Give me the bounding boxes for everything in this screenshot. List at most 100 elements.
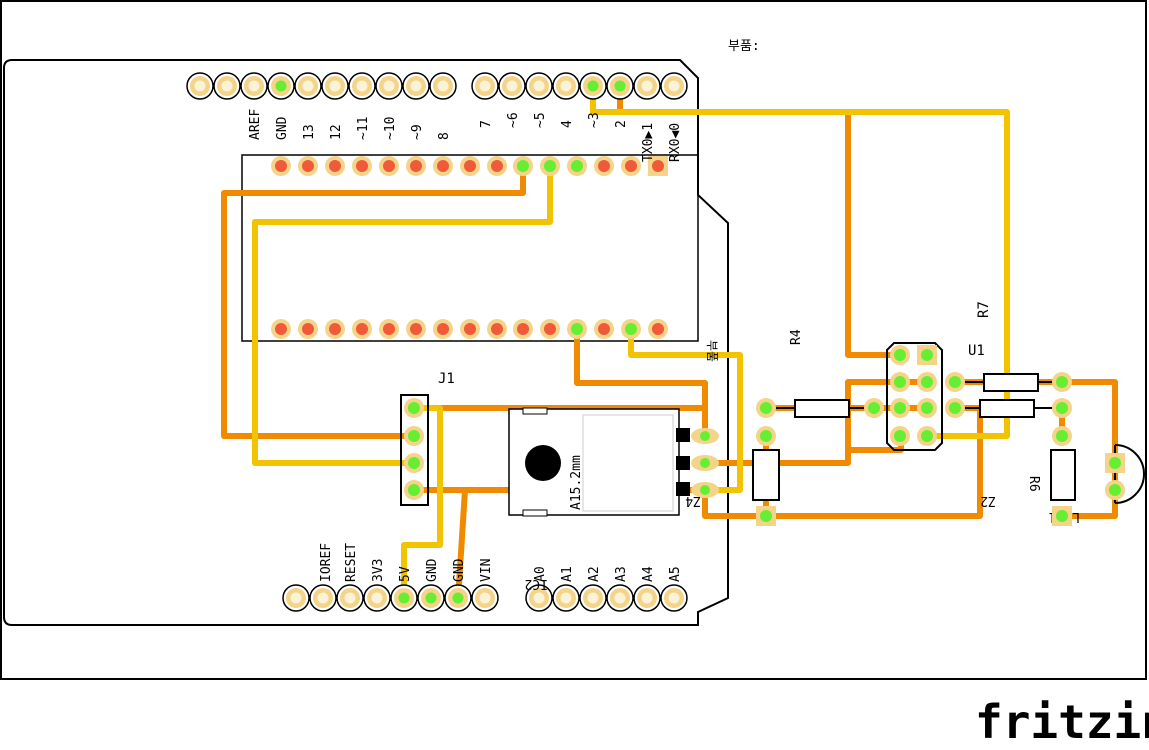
header-pin	[471, 584, 499, 612]
yellow-traces	[252, 83, 1010, 603]
j1-pads	[404, 398, 424, 500]
component-pad	[864, 398, 884, 418]
mcu-pad	[594, 319, 614, 339]
mcu-pad	[433, 156, 453, 176]
component-pad	[1052, 426, 1072, 446]
pin-label: ~5	[533, 112, 548, 128]
j1-outline	[400, 394, 429, 506]
header-pin	[402, 72, 430, 100]
mcu-pad	[513, 319, 533, 339]
component-pads	[756, 345, 1125, 526]
header-pin	[579, 584, 607, 612]
r7-resistors	[955, 373, 1062, 418]
pin-label: ~10	[383, 117, 398, 140]
mcu-pad	[567, 156, 587, 176]
mcu-pad	[487, 156, 507, 176]
pin-label: ~6	[506, 112, 521, 128]
pin-label: GND	[425, 558, 440, 582]
pin-label: IOREF	[319, 543, 334, 582]
mcu-pad	[594, 156, 614, 176]
r4-resistor	[766, 399, 874, 418]
mcu-module-outline	[241, 154, 699, 342]
header-pin	[525, 584, 553, 612]
header-pin	[240, 72, 268, 100]
pin-label: 4	[560, 120, 575, 128]
header-pin	[390, 584, 418, 612]
mcu-pad	[352, 156, 372, 176]
pin-label: ~3	[587, 112, 602, 128]
header-pin	[294, 72, 322, 100]
mcu-pad	[298, 319, 318, 339]
mcu-pad	[648, 156, 668, 176]
mcu-pad	[621, 156, 641, 176]
pin-label: 7	[479, 120, 494, 128]
j1-pad	[404, 398, 424, 418]
component-pad	[1052, 398, 1072, 418]
mcu-pad	[487, 319, 507, 339]
pin-label: RESET	[344, 543, 359, 582]
header-pin	[417, 584, 445, 612]
u1-pad	[890, 398, 910, 418]
ic2-label: IC2	[525, 576, 548, 591]
u1-pad	[890, 345, 910, 365]
header-pin	[213, 72, 241, 100]
header-bottom-power	[282, 584, 499, 612]
u1-pad	[917, 398, 937, 418]
buzzer-part: A15.2mm	[508, 407, 690, 517]
led-pad	[1105, 480, 1125, 500]
mcu-pad	[460, 156, 480, 176]
header-pin	[429, 72, 457, 100]
mcu-pad	[540, 156, 560, 176]
header-pin	[444, 584, 472, 612]
mcu-pad	[271, 156, 291, 176]
mcu-pad	[325, 156, 345, 176]
pin-label: VIN	[479, 559, 494, 582]
header-top-left	[186, 72, 457, 100]
mcu-pad	[298, 156, 318, 176]
j1-pad	[404, 480, 424, 500]
pin-label: A5	[668, 566, 683, 582]
header-pin	[660, 584, 688, 612]
z2-part	[752, 449, 780, 501]
fritzing-logo: fritzing	[975, 695, 1149, 749]
mcu-pad	[433, 319, 453, 339]
header-pin	[282, 584, 310, 612]
header-pin	[660, 72, 688, 100]
u1-label: U1	[968, 343, 985, 359]
pin-label: GND	[275, 116, 290, 140]
header-pin	[498, 72, 526, 100]
header-pin	[633, 584, 661, 612]
r4-label: R4	[789, 329, 804, 345]
header-pin	[267, 72, 295, 100]
header-pin	[552, 72, 580, 100]
mcu-pad	[567, 319, 587, 339]
mcu-pads-top	[271, 156, 668, 176]
r6-label: R6	[1026, 476, 1041, 492]
u1-pad	[890, 372, 910, 392]
mcu-pad	[352, 319, 372, 339]
z4-pads	[691, 428, 719, 498]
u1-pad	[917, 345, 937, 365]
mcu-pad	[648, 319, 668, 339]
header-pin	[348, 72, 376, 100]
pin-label: 3V3	[371, 559, 386, 582]
pin-label: GND	[452, 558, 467, 582]
header-pin	[186, 72, 214, 100]
pin-label: 2	[614, 120, 629, 128]
header-pin	[321, 72, 349, 100]
mcu-pad	[460, 319, 480, 339]
u1-pad	[917, 372, 937, 392]
z4-label: Z4	[685, 493, 701, 508]
header-pin	[525, 72, 553, 100]
component-pad	[945, 372, 965, 392]
mcu-pad	[513, 156, 533, 176]
u1-pad	[917, 426, 937, 446]
pin-label: A2	[587, 566, 602, 582]
pin-label: A3	[614, 566, 629, 582]
header-pin	[363, 584, 391, 612]
j1-pad	[404, 453, 424, 473]
header-pin	[606, 584, 634, 612]
mcu-pad	[406, 156, 426, 176]
